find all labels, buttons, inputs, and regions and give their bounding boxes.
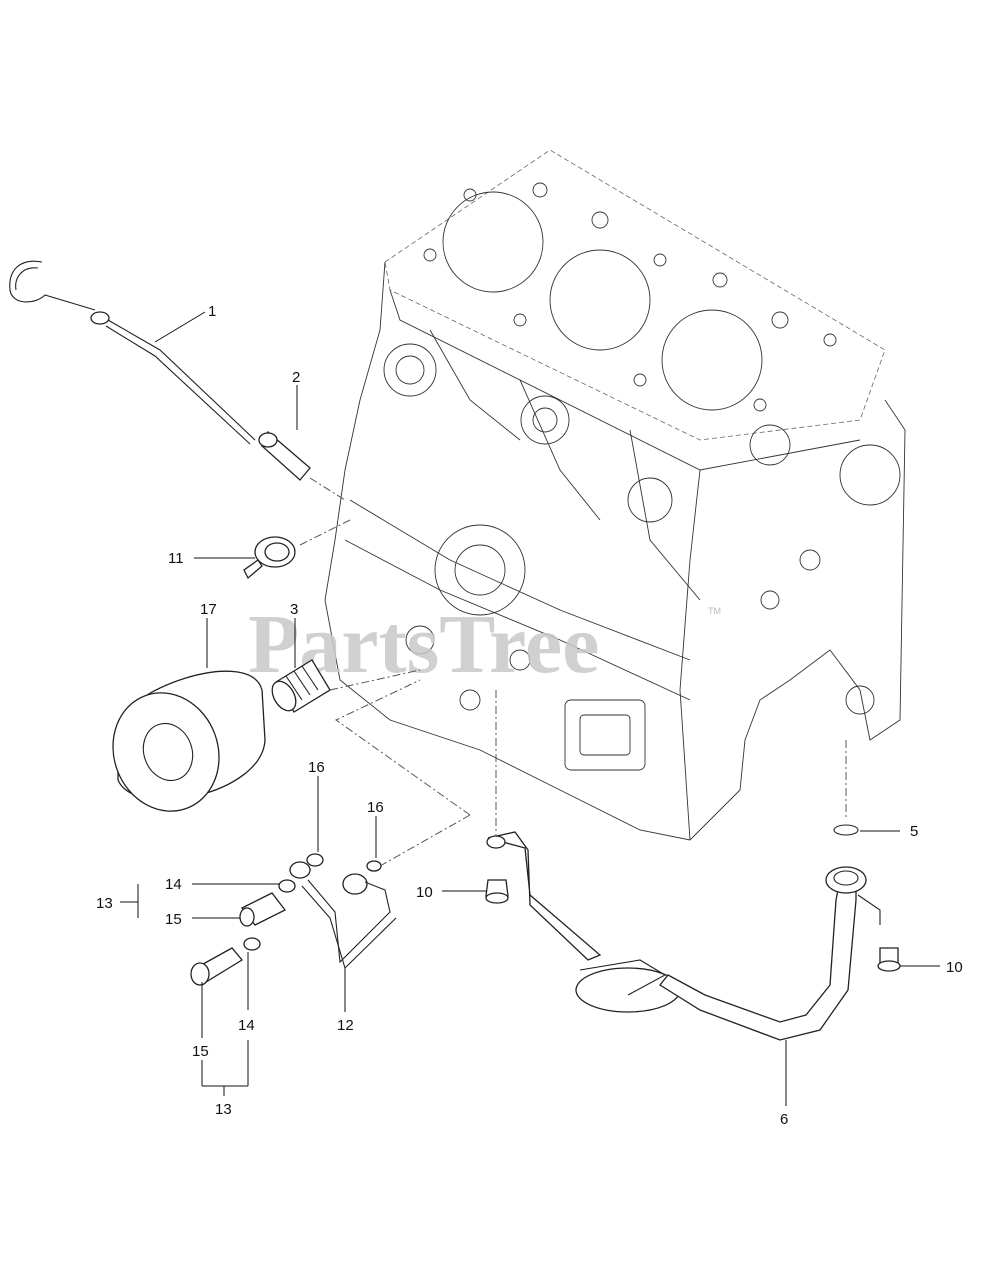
assembly-lines <box>299 477 847 867</box>
callouts: 1 2 11 17 3 16 16 5 14 13 15 10 10 14 12… <box>96 303 963 1128</box>
callout-14a: 14 <box>165 876 182 893</box>
callout-1: 1 <box>208 303 216 320</box>
callout-10a: 10 <box>416 884 433 901</box>
callout-14b: 14 <box>238 1017 255 1034</box>
watermark-tm: TM <box>708 606 721 616</box>
callout-3: 3 <box>290 601 298 618</box>
callout-5: 5 <box>910 823 918 840</box>
dipstick-tube <box>258 430 311 481</box>
callout-15b: 15 <box>192 1043 209 1060</box>
callout-11: 11 <box>168 550 184 567</box>
callout-2: 2 <box>292 369 300 386</box>
callout-10b: 10 <box>946 959 963 976</box>
flange-bolts <box>485 879 901 972</box>
callout-16b: 16 <box>367 799 384 816</box>
callout-16a: 16 <box>308 759 325 776</box>
threaded-fitting <box>271 659 331 713</box>
oil-filter <box>112 670 266 812</box>
callout-13b: 13 <box>215 1101 232 1118</box>
engine-block <box>324 149 906 841</box>
oil-line-assembly <box>190 853 397 986</box>
callout-15a: 15 <box>165 911 182 928</box>
dipstick <box>9 260 256 445</box>
o-ring <box>833 824 859 836</box>
leader-lines <box>120 311 940 1106</box>
oil-pickup-tube <box>486 831 881 1041</box>
callout-6: 6 <box>780 1111 788 1128</box>
oil-pressure-switch <box>243 536 296 580</box>
callout-13a: 13 <box>96 895 113 912</box>
callout-12: 12 <box>337 1017 354 1034</box>
callout-17: 17 <box>200 601 217 618</box>
